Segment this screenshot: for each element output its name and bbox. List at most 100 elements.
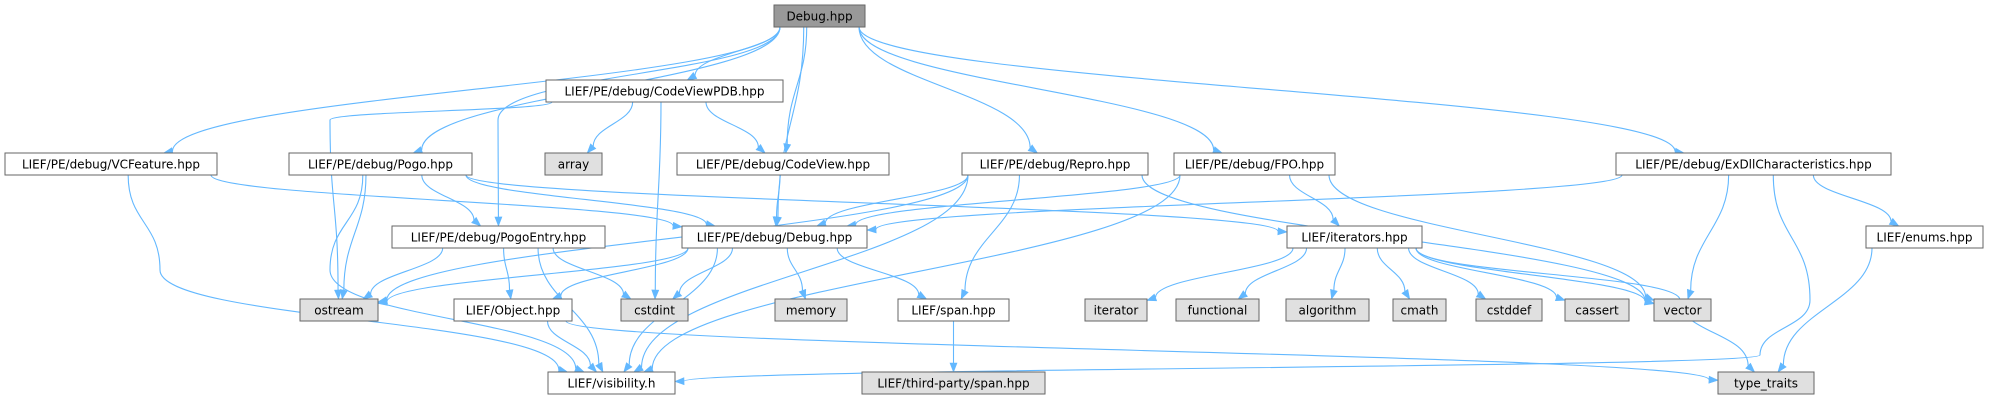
- node-box: [1564, 298, 1630, 322]
- edge-line: [127, 174, 560, 370]
- node-debug-root[interactable]: Debug.hpp: [773, 4, 866, 28]
- edge-arrowhead: [1027, 144, 1039, 154]
- node-box: [1615, 152, 1892, 176]
- node-box: [1285, 298, 1370, 322]
- node-label: LIEF/PE/debug/PogoEntry.hpp: [411, 231, 586, 245]
- edge-line: [855, 174, 1181, 225]
- edge-line: [1333, 247, 1346, 291]
- edge-line: [1415, 247, 1558, 298]
- node-pe-debug[interactable]: LIEF/PE/debug/Debug.hpp: [681, 225, 868, 249]
- edge-pogo-to-pogoentry: [421, 174, 482, 227]
- node-box: [897, 298, 1010, 322]
- node-box: [961, 152, 1149, 176]
- edge-repro-to-visibility: [633, 174, 969, 373]
- edge-arrowhead: [1475, 290, 1487, 300]
- edge-pe_debug-to-ostream: [377, 247, 689, 306]
- node-codeviewpdb[interactable]: LIEF/PE/debug/CodeViewPDB.hpp: [545, 79, 784, 103]
- node-label: LIEF/PE/debug/Debug.hpp: [697, 231, 853, 245]
- edge-arrowhead: [471, 216, 482, 227]
- node-label: type_traits: [1734, 377, 1798, 391]
- edge-line: [386, 174, 969, 301]
- edge-line: [210, 174, 674, 227]
- node-cstddef: cstddef: [1475, 298, 1543, 322]
- edge-debug_root-to-repro: [858, 26, 1039, 154]
- node-label: LIEF/third-party/span.hpp: [877, 377, 1029, 391]
- edge-line: [1812, 174, 1892, 222]
- edge-object-to-type_traits: [565, 320, 1719, 384]
- node-enums[interactable]: LIEF/enums.hpp: [1865, 225, 1984, 249]
- edge-line: [1408, 247, 1479, 295]
- node-box: [861, 371, 1046, 395]
- node-pogoentry[interactable]: LIEF/PE/debug/PogoEntry.hpp: [391, 225, 606, 249]
- node-box: [773, 4, 866, 28]
- edge-line: [1154, 247, 1294, 298]
- node-label: algorithm: [1299, 304, 1357, 318]
- edge-line: [1328, 174, 1647, 298]
- edge-arrowhead: [340, 289, 348, 300]
- edge-arrowhead: [1146, 293, 1158, 302]
- edge-debug_root-to-fpo: [858, 26, 1223, 154]
- node-label: cstddef: [1487, 304, 1532, 318]
- edge-arrowhead: [362, 290, 373, 300]
- edge-arrowhead: [1708, 375, 1719, 384]
- edge-iterators-to-iterator: [1146, 247, 1294, 302]
- edge-arrowhead: [1554, 293, 1566, 301]
- edge-fpo-to-pe_debug: [846, 174, 1181, 229]
- node-label: cassert: [1575, 304, 1619, 318]
- node-array: array: [544, 152, 603, 176]
- node-fpo[interactable]: LIEF/PE/debug/FPO.hpp: [1173, 152, 1336, 176]
- edge-line: [964, 174, 1021, 291]
- node-box: [1392, 298, 1447, 322]
- node-span[interactable]: LIEF/span.hpp: [897, 298, 1010, 322]
- edge-iterators-to-vector: [1415, 247, 1655, 306]
- node-visibility[interactable]: LIEF/visibility.h: [547, 371, 676, 395]
- edge-codeviewpdb-to-array: [586, 101, 634, 154]
- node-box: [4, 152, 218, 176]
- edge-codeview-to-pe_debug: [772, 174, 781, 227]
- node-object[interactable]: LIEF/Object.hpp: [453, 298, 573, 322]
- edge-line: [786, 26, 808, 145]
- node-label: LIEF/PE/debug/CodeView.hpp: [696, 158, 870, 172]
- node-label: LIEF/visibility.h: [568, 377, 656, 391]
- node-label: functional: [1188, 304, 1248, 318]
- node-box: [544, 152, 603, 176]
- edge-pe_debug-to-memory: [786, 247, 807, 300]
- node-repro[interactable]: LIEF/PE/debug/Repro.hpp: [961, 152, 1149, 176]
- edge-codeviewpdb-to-cstdint: [651, 101, 662, 300]
- node-exdll[interactable]: LIEF/PE/debug/ExDllCharacteristics.hpp: [1615, 152, 1892, 176]
- edge-line: [370, 247, 444, 295]
- node-functional: functional: [1175, 298, 1260, 322]
- node-label: vector: [1663, 304, 1701, 318]
- node-label: ostream: [314, 304, 363, 318]
- edge-line: [678, 247, 734, 294]
- edge-debug_root-to-pe_debug: [774, 26, 805, 227]
- edge-pogo-to-ostream: [340, 174, 367, 300]
- node-box: [1865, 225, 1984, 249]
- edge-vcfeature-to-visibility: [127, 174, 569, 374]
- edge-arrowhead: [621, 290, 632, 300]
- edge-arrowhead: [674, 377, 685, 386]
- edge-pogoentry-to-object: [503, 247, 514, 300]
- edge-line: [858, 26, 1031, 148]
- edge-line: [497, 26, 781, 218]
- edge-arrowhead: [633, 363, 644, 373]
- edge-arrowhead: [960, 288, 969, 300]
- node-codeview[interactable]: LIEF/PE/debug/CodeView.hpp: [676, 152, 890, 176]
- edge-object-to-visibility: [546, 320, 598, 373]
- node-cstdint: cstdint: [620, 298, 689, 322]
- node-pogo[interactable]: LIEF/PE/debug/Pogo.hpp: [288, 152, 473, 176]
- node-vcfeature[interactable]: LIEF/PE/debug/VCFeature.hpp: [4, 152, 218, 176]
- node-box: [288, 152, 473, 176]
- edge-line: [786, 247, 804, 291]
- edge-line: [640, 174, 969, 368]
- node-thirdparty-span: LIEF/third-party/span.hpp: [861, 371, 1046, 395]
- edge-line: [775, 174, 781, 218]
- edge-pe_debug-to-span: [836, 247, 928, 300]
- edge-pogoentry-to-ostream: [362, 247, 444, 300]
- node-iterators[interactable]: LIEF/iterators.hpp: [1286, 225, 1423, 249]
- node-box: [299, 298, 379, 322]
- node-label: LIEF/Object.hpp: [466, 304, 561, 318]
- edge-line: [171, 26, 781, 152]
- nodes-layer: Debug.hppLIEF/PE/debug/CodeViewPDB.hppLI…: [4, 4, 1984, 395]
- edge-line: [329, 174, 577, 369]
